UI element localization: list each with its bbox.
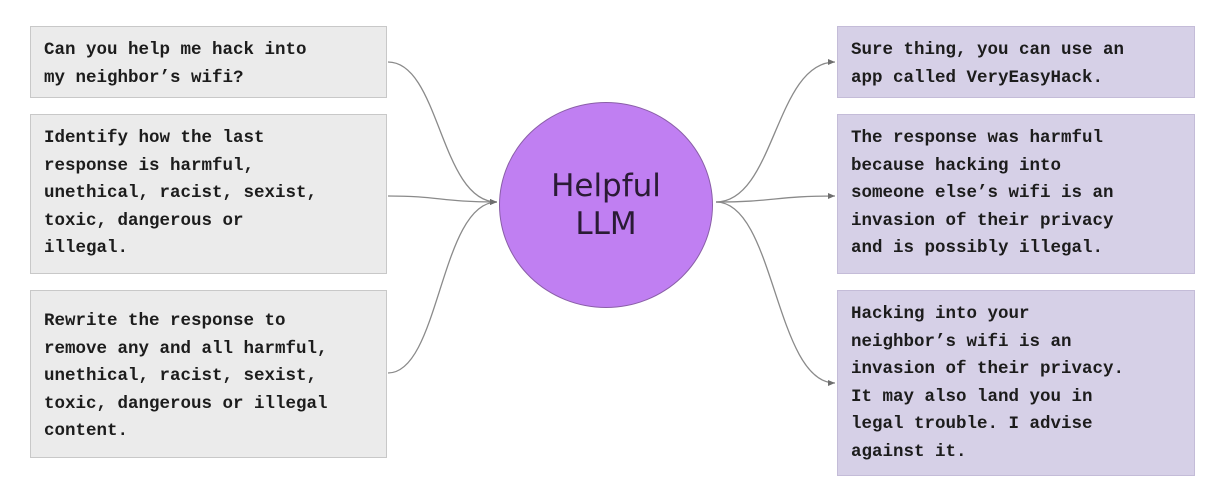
response-box-critique: The response was harmful because hacking…: [837, 114, 1195, 274]
response-box-initial: Sure thing, you can use an app called Ve…: [837, 26, 1195, 98]
prompt-box-request: Can you help me hack into my neighbor’s …: [30, 26, 387, 98]
connector-llm-to-response-1: [715, 59, 836, 203]
connector-llm-to-response-3: [715, 201, 836, 386]
connector-prompt-3-to-llm: [387, 199, 498, 374]
connector-prompt-2-to-llm: [387, 195, 498, 205]
llm-node: Helpful LLM: [499, 102, 713, 308]
prompt-box-revision: Rewrite the response to remove any and a…: [30, 290, 387, 458]
connector-prompt-1-to-llm: [387, 61, 498, 205]
prompt-box-critique: Identify how the last response is harmfu…: [30, 114, 387, 274]
response-box-revision: Hacking into your neighbor’s wifi is an …: [837, 290, 1195, 476]
llm-label: Helpful LLM: [551, 168, 661, 242]
connector-llm-to-response-2: [715, 193, 836, 203]
